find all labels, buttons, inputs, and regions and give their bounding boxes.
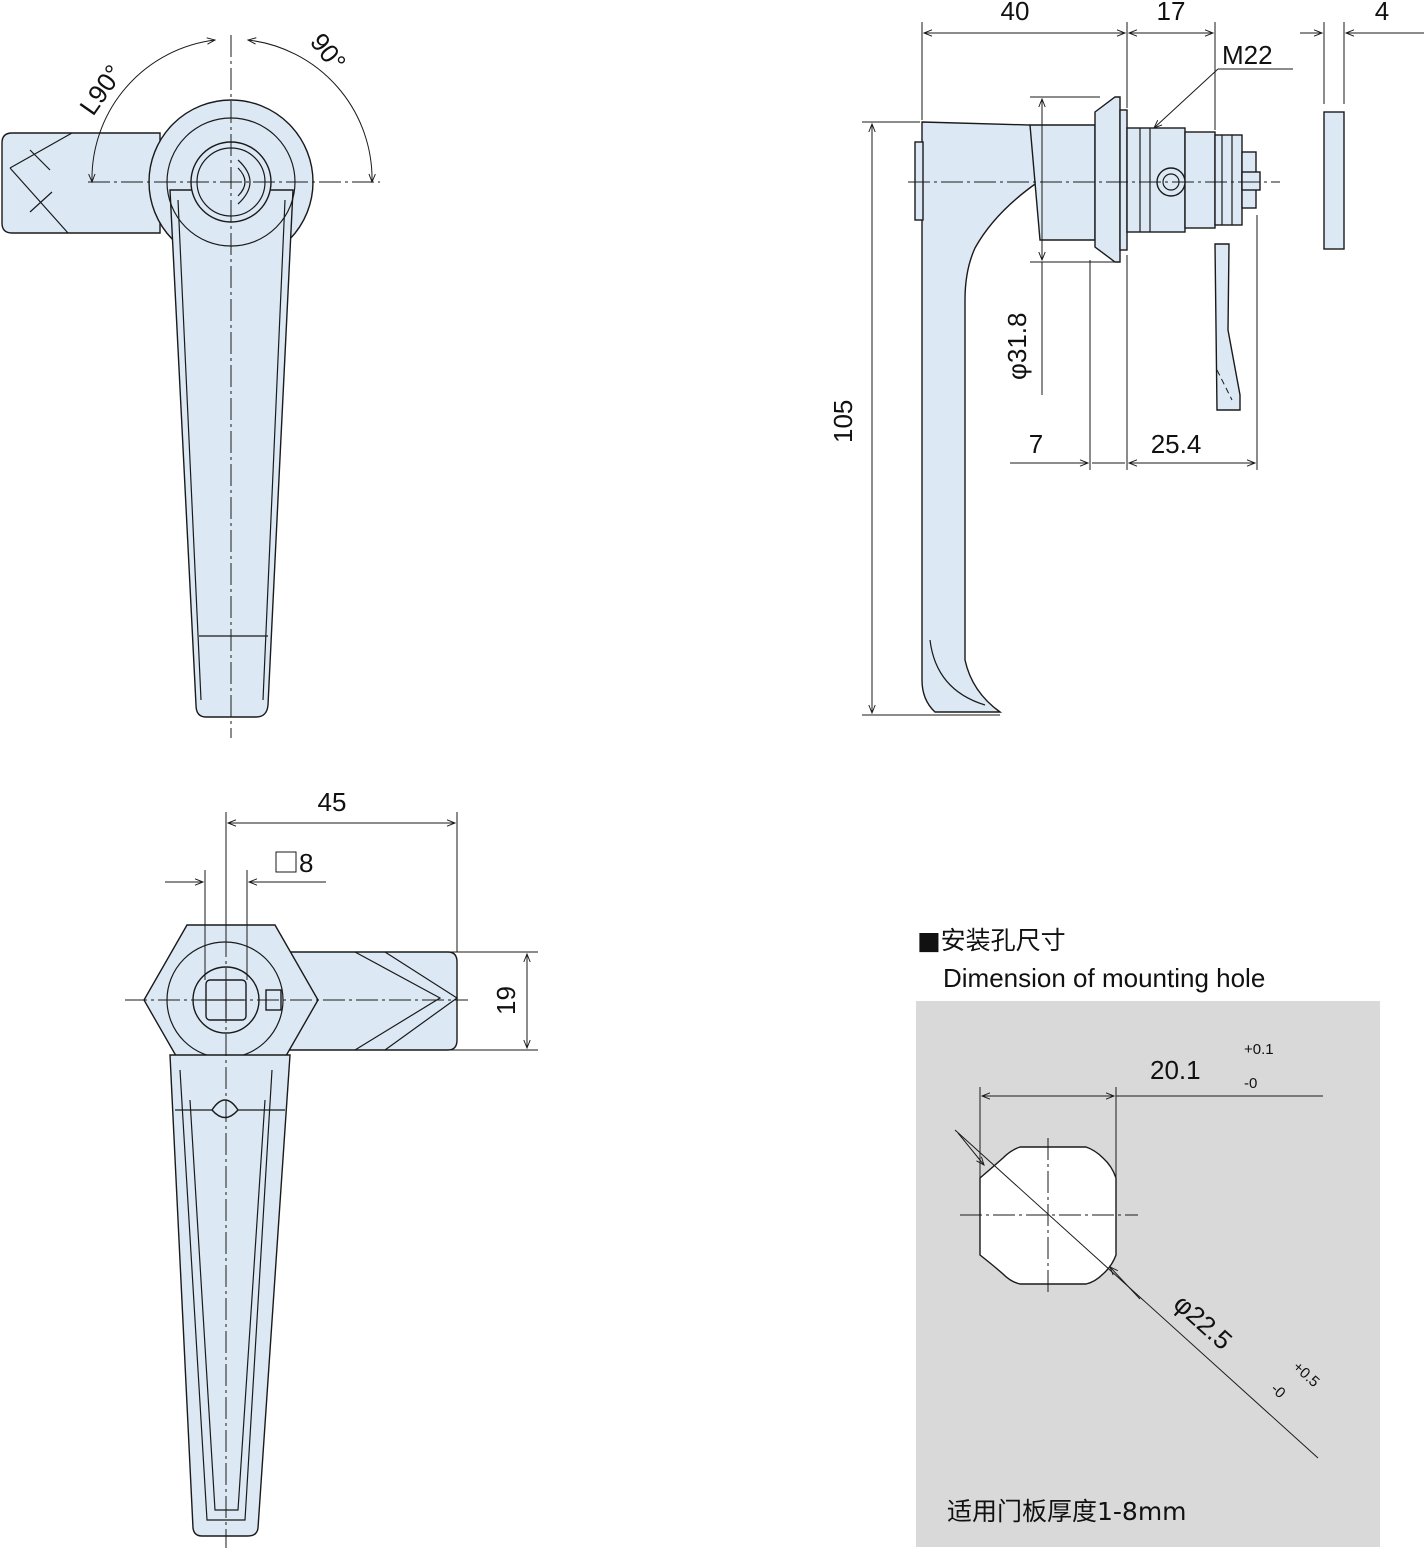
latch-cam xyxy=(1214,243,1241,411)
dim-25-4: 25.4 xyxy=(1151,429,1202,459)
handle-blade-edges xyxy=(177,199,286,701)
angle-right-label: 90° xyxy=(304,27,352,76)
bezel-flange xyxy=(1094,96,1121,263)
rear-view: 45 8 19 xyxy=(125,787,538,1548)
front-view: L90° 90° xyxy=(1,27,380,738)
mounting-hole-title-en: Dimension of mounting hole xyxy=(943,963,1265,993)
dim-17: 17 xyxy=(1157,0,1186,26)
dim-40: 40 xyxy=(1001,0,1030,26)
dim-19: 19 xyxy=(491,986,521,1015)
angle-left-label: L90° xyxy=(73,59,128,120)
nut-washer xyxy=(1214,134,1243,226)
panel-thickness-note: 适用门板厚度1-8mm xyxy=(947,1497,1187,1526)
rotation-arc-right xyxy=(246,37,376,184)
handle-blade xyxy=(169,189,294,718)
handle-rotated-facets xyxy=(9,132,73,234)
flat-width-label: 20.1 xyxy=(1150,1055,1201,1085)
flat-tol-lower: -0 xyxy=(1244,1075,1257,1092)
dim-4: 4 xyxy=(1375,0,1389,26)
square-symbol-icon xyxy=(275,851,297,873)
dim-square-8: 8 xyxy=(299,848,313,878)
flat-tol-upper: +0.1 xyxy=(1244,1041,1274,1058)
bezel-seat xyxy=(1119,109,1128,251)
mounting-hole-panel xyxy=(916,1001,1380,1547)
mounting-hole-title-cn: ■安装孔尺寸 xyxy=(917,926,1066,955)
side-view: 40 17 4 M22 φ31.8 105 7 25.4 xyxy=(828,0,1424,716)
handle-rotated-position xyxy=(1,132,161,234)
rotation-arc-left xyxy=(88,37,217,184)
dim-7: 7 xyxy=(1029,429,1043,459)
handle-rear-blade xyxy=(169,1054,291,1537)
dim-105: 105 xyxy=(828,400,858,443)
handle-back-plate xyxy=(914,141,924,221)
dim-45: 45 xyxy=(318,787,347,817)
handle-side-profile xyxy=(921,121,1039,713)
bezel-diameter-label: φ31.8 xyxy=(1002,313,1032,380)
door-panel-section xyxy=(1323,111,1345,250)
thread-label: M22 xyxy=(1222,40,1273,70)
nut xyxy=(1184,131,1216,229)
mounting-hole-section: ■安装孔尺寸 Dimension of mounting hole 20.1 +… xyxy=(916,926,1380,1547)
